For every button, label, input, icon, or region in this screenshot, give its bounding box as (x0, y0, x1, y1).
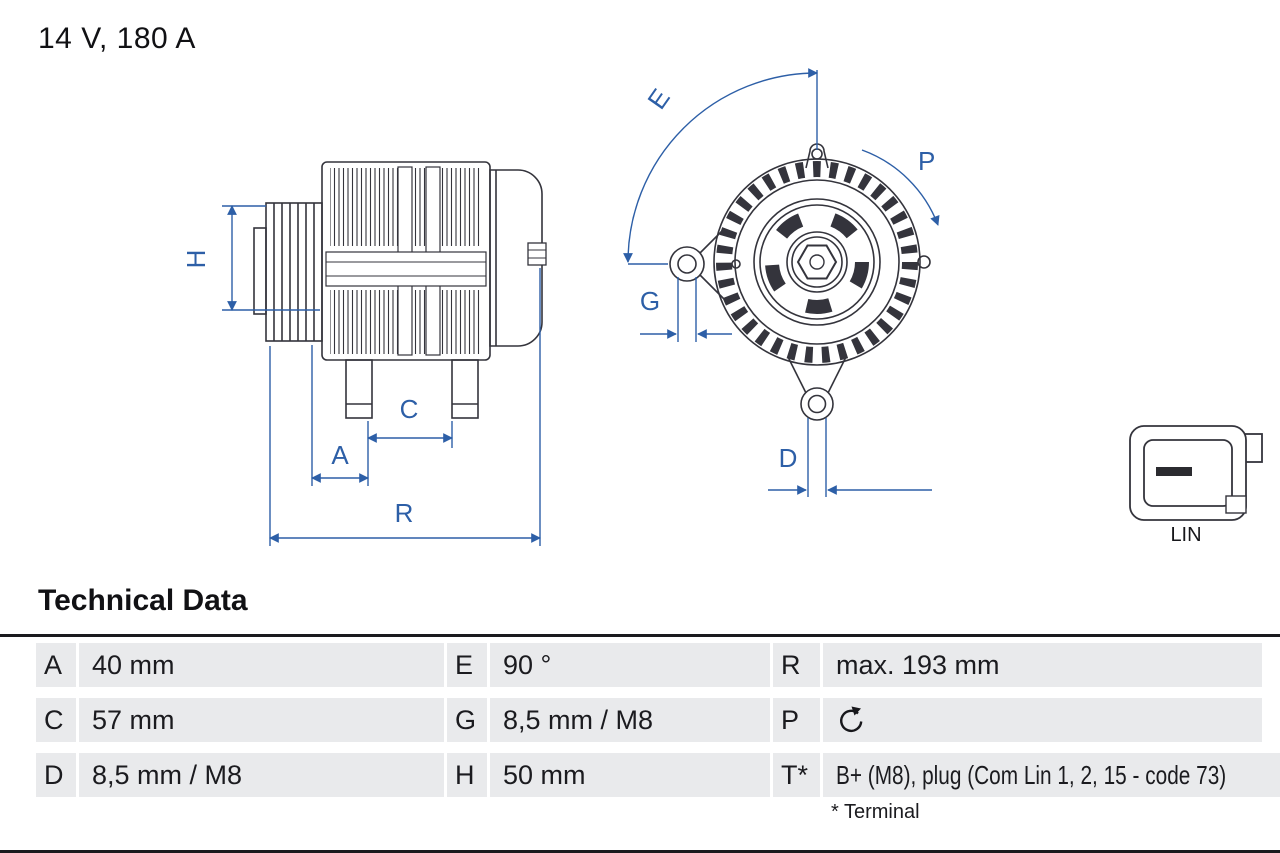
connector-label-lin: LIN (1170, 524, 1202, 546)
dimension-label-a: A (331, 440, 349, 470)
terminal-spec-text: B+ (M8), plug (Com Lin 1, 2, 15 - code 7… (836, 759, 1227, 790)
counterclockwise-rotation-icon (840, 706, 863, 733)
table-row: C 57 mm G 8,5 mm / M8 P (36, 698, 1262, 742)
spec-key-e: E (447, 643, 487, 687)
table-top-rule (0, 634, 1280, 637)
technical-data-heading: Technical Data (38, 584, 248, 617)
spec-key-a: A (36, 643, 76, 687)
spec-key-p: P (773, 698, 820, 742)
spec-value-r: max. 193 mm (823, 643, 1262, 687)
dimension-label-d: D (779, 443, 798, 473)
spec-key-g: G (447, 698, 487, 742)
right-stub (917, 255, 931, 269)
spec-key-d: D (36, 753, 76, 797)
spec-value-h: 50 mm (490, 753, 770, 797)
spec-value-a: 40 mm (79, 643, 444, 687)
spec-value-c: 57 mm (79, 698, 444, 742)
spec-value-p (823, 698, 1262, 742)
dimension-label-e: E (641, 83, 676, 114)
technical-drawing: H A C R (181, 68, 1263, 546)
rear-cover (489, 169, 547, 347)
spec-key-c: C (36, 698, 76, 742)
mounting-legs (345, 359, 479, 419)
spec-key-r: R (773, 643, 820, 687)
side-view-dimensions (222, 205, 541, 546)
spec-value-e: 90 ° (490, 643, 770, 687)
spec-key-h: H (447, 753, 487, 797)
dimension-label-c: C (400, 394, 419, 424)
table-row: D 8,5 mm / M8 H 50 mm T* B+ (M8), plug (… (36, 753, 1280, 797)
shaft-nut (796, 244, 838, 280)
terminal-footnote: * Terminal (831, 801, 920, 823)
connector-plug-drawing (1129, 425, 1263, 521)
spec-value-t: B+ (M8), plug (Com Lin 1, 2, 15 - code 7… (823, 753, 1280, 797)
page-title: 14 V, 180 A (38, 22, 196, 55)
spec-key-t: T* (773, 753, 820, 797)
dimension-label-g: G (640, 286, 660, 316)
bottom-lug (787, 356, 847, 421)
pulley (253, 202, 323, 342)
table-row: A 40 mm E 90 ° R max. 193 mm (36, 643, 1262, 687)
front-view-dimensions (623, 68, 940, 497)
alternator-side-view (253, 161, 547, 419)
spec-value-d: 8,5 mm / M8 (79, 753, 444, 797)
dimension-label-r: R (395, 498, 414, 528)
page-bottom-rule (0, 850, 1280, 853)
dimension-label-p: P (918, 146, 935, 176)
spec-value-g: 8,5 mm / M8 (490, 698, 770, 742)
lin-terminal-blade (1156, 467, 1192, 476)
dimension-label-h: H (181, 250, 211, 269)
alternator-front-view (669, 143, 931, 421)
housing-body (321, 161, 491, 361)
technical-data-table: A 40 mm E 90 ° R max. 193 mm C 57 mm G 8… (36, 643, 1280, 808)
